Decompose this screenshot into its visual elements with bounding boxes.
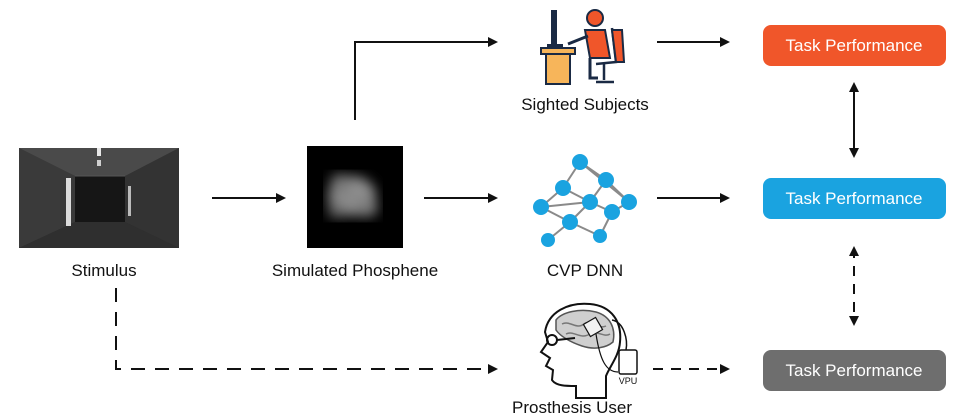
- arrow-phosphene-to-sighted: [354, 37, 498, 120]
- vpu-label: VPU: [619, 376, 638, 386]
- stimulus-image: [19, 148, 179, 248]
- task-performance-box-sighted: Task Performance: [763, 25, 946, 66]
- task-performance-label-prosthesis: Task Performance: [786, 361, 923, 380]
- task-performance-box-prosthesis: Task Performance: [763, 350, 946, 391]
- task-performance-box-cvp: Task Performance: [763, 178, 946, 219]
- sighted-subjects-label: Sighted Subjects: [521, 95, 649, 114]
- arrow-stimulus-to-prosthesis: [115, 288, 498, 374]
- prosthesis-user-label: Prosthesis User: [512, 398, 632, 417]
- stimulus-label: Stimulus: [71, 261, 136, 280]
- phosphene-label: Simulated Phosphene: [272, 261, 438, 280]
- phosphene-image: [307, 146, 403, 248]
- task-performance-label-cvp: Task Performance: [786, 189, 923, 208]
- cvp-dnn-label: CVP DNN: [547, 261, 623, 280]
- prosthesis-head-icon: [539, 302, 638, 399]
- network-nodes: [533, 154, 637, 247]
- task-performance-label-sighted: Task Performance: [786, 36, 923, 55]
- person-at-desk-icon: [540, 9, 626, 85]
